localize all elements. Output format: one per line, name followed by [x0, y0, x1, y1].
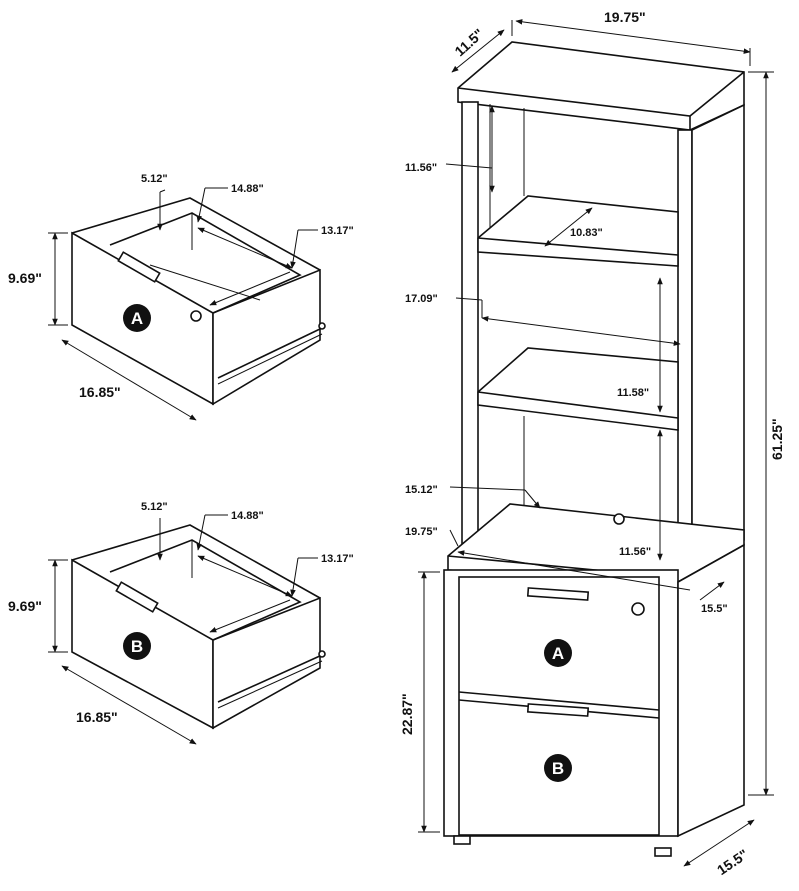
drawer-a-box — [71, 197, 326, 406]
drawer-a-length-inner-label: 13.17" — [321, 225, 354, 237]
drawer-b-length-inner-label: 13.17" — [321, 553, 354, 565]
inner-width-label: 17.09" — [405, 293, 438, 305]
drawer-a-width-label: 16.85" — [79, 384, 121, 400]
drawer-a-depth-inner-label: 5.12" — [141, 173, 168, 185]
drawer-b-diagram: 5.12" 14.88" 13.17" 9.69" 16.85" B — [8, 501, 354, 745]
shelf-top-gap-label: 11.56" — [405, 162, 437, 174]
drawer-a-width-inner-label: 14.88" — [231, 183, 264, 195]
drawer-a-badge: A — [123, 304, 151, 332]
cabinet-body — [443, 41, 745, 857]
shelf-mid-gap-label: 11.58" — [617, 387, 649, 399]
shelf-depth-label: 10.83" — [570, 227, 603, 239]
drawer-b-badge-letter: B — [131, 637, 143, 656]
base-depth-bottom-label: 15.5" — [714, 846, 751, 878]
drawer-a-height-label: 9.69" — [8, 270, 42, 286]
cabinet-drawer-b-badge: B — [544, 754, 572, 782]
drawer-b-depth-inner-label: 5.12" — [141, 501, 168, 513]
shelf-bottom-gap-label: 11.56" — [619, 546, 651, 558]
drawer-b-height-label: 9.69" — [8, 598, 42, 614]
top-width-label: 19.75" — [604, 9, 646, 25]
top-depth-label: 11.5" — [451, 25, 486, 59]
drawer-a-diagram: 5.12" 14.88" 13.17" 9.69" 16.85" A — [8, 173, 354, 421]
base-width-label: 19.75" — [405, 526, 438, 538]
total-height-label: 61.25" — [769, 418, 785, 460]
drawer-b-width-label: 16.85" — [76, 709, 118, 725]
cabinet-diagram: 11.5" 19.75" 11.56" 10.83" 17.09" 11.58"… — [399, 9, 785, 878]
base-inner-depth-label: 15.12" — [405, 484, 438, 496]
base-depth-side-label: 15.5" — [701, 603, 728, 615]
cabinet-drawer-a-badge: A — [544, 639, 572, 667]
drawer-a-badge-letter: A — [131, 309, 143, 328]
drawer-b-box — [71, 524, 326, 730]
cabinet-drawer-a-letter: A — [552, 644, 564, 663]
drawer-b-badge: B — [123, 632, 151, 660]
cabinet-drawer-b-letter: B — [552, 759, 564, 778]
drawer-b-width-inner-label: 14.88" — [231, 510, 264, 522]
base-height-label: 22.87" — [399, 693, 415, 735]
